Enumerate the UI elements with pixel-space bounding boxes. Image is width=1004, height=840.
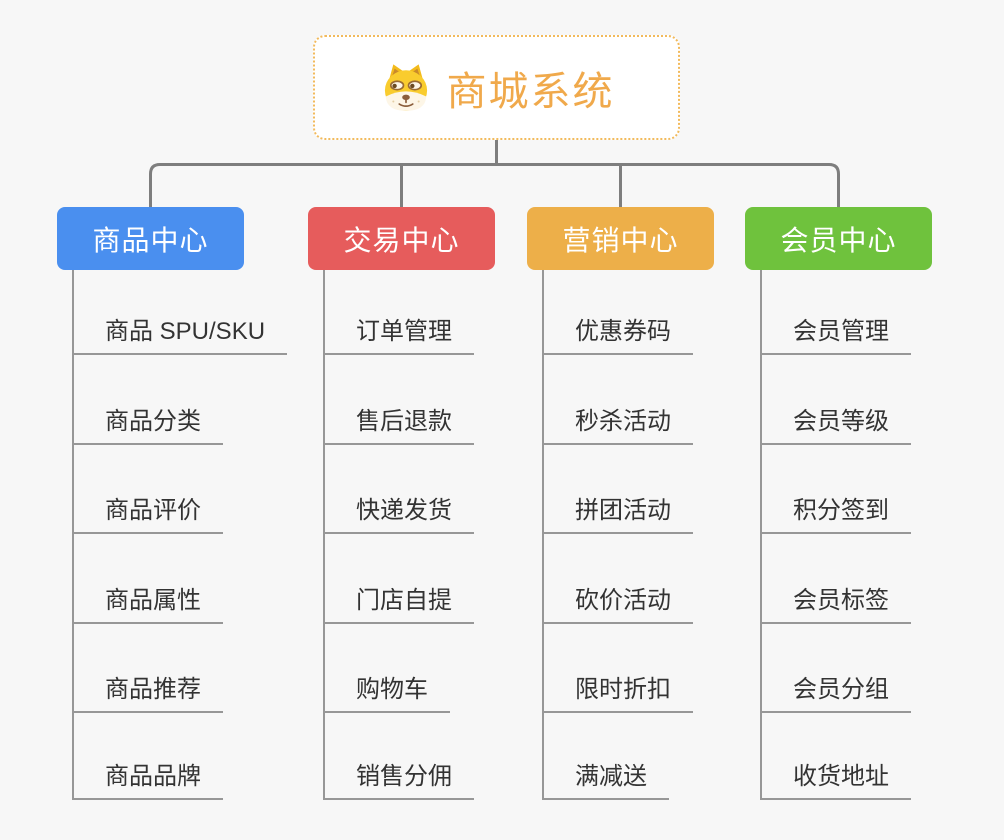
leaf-node[interactable]: 商品评价 (72, 496, 223, 534)
dog-face-icon (379, 61, 433, 115)
branch-trunk-line (542, 270, 544, 800)
branch-node-product-center[interactable]: 商品中心 (57, 207, 244, 270)
leaf-node[interactable]: 会员标签 (760, 586, 911, 624)
branch-trunk-line (760, 270, 762, 800)
leaf-node[interactable]: 优惠券码 (542, 317, 693, 355)
leaf-node[interactable]: 会员分组 (760, 675, 911, 713)
leaf-node[interactable]: 商品属性 (72, 586, 223, 624)
leaf-node[interactable]: 商品推荐 (72, 675, 223, 713)
leaf-node[interactable]: 门店自提 (323, 586, 474, 624)
branch-node-marketing-center[interactable]: 营销中心 (527, 207, 714, 270)
leaf-node[interactable]: 限时折扣 (542, 675, 693, 713)
leaf-node[interactable]: 商品品牌 (72, 762, 223, 800)
leaf-node[interactable]: 会员管理 (760, 317, 911, 355)
leaf-node[interactable]: 收货地址 (760, 762, 911, 800)
leaf-node[interactable]: 砍价活动 (542, 586, 693, 624)
root-node[interactable]: 商城系统 (313, 35, 680, 140)
branch-trunk-line (72, 270, 74, 800)
leaf-node[interactable]: 销售分佣 (323, 762, 474, 800)
leaf-node[interactable]: 会员等级 (760, 407, 911, 445)
root-title: 商城系统 (446, 69, 615, 114)
leaf-node[interactable]: 秒杀活动 (542, 407, 693, 445)
leaf-node[interactable]: 商品 SPU/SKU (72, 317, 288, 355)
branch-trunk-line (323, 270, 325, 800)
leaf-node[interactable]: 商品分类 (72, 407, 223, 445)
branch-node-member-center[interactable]: 会员中心 (745, 207, 932, 270)
leaf-node[interactable]: 订单管理 (323, 317, 474, 355)
leaf-node[interactable]: 售后退款 (323, 407, 474, 445)
leaf-node[interactable]: 购物车 (323, 675, 450, 713)
branch-node-trade-center[interactable]: 交易中心 (308, 207, 495, 270)
leaf-node[interactable]: 拼团活动 (542, 496, 693, 534)
leaf-node[interactable]: 满减送 (542, 762, 669, 800)
leaf-node[interactable]: 快递发货 (323, 496, 474, 534)
leaf-node[interactable]: 积分签到 (760, 496, 911, 534)
